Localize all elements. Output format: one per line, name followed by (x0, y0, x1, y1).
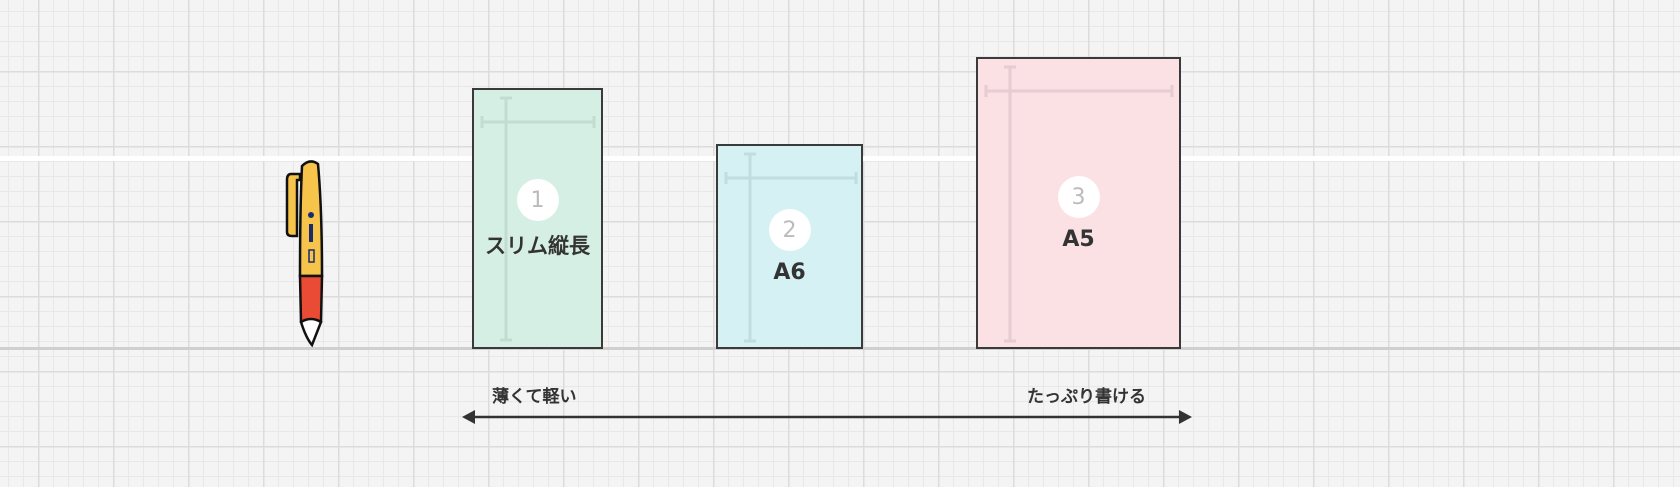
size-label: A6 (773, 260, 806, 285)
ruler-icon (724, 152, 858, 343)
size-number: 1 (516, 179, 559, 221)
size-number: 2 (768, 209, 811, 251)
size-label: A5 (1062, 227, 1095, 252)
size-box-slim: 1 スリム縦長 (472, 88, 603, 349)
size-box-a5: 3 A5 (976, 57, 1181, 349)
scale-left-label: 薄くて軽い (492, 387, 577, 407)
size-label: スリム縦長 (485, 234, 590, 258)
ruler-icon (480, 96, 596, 342)
pen-icon (285, 160, 324, 348)
size-box-a6: 2 A6 (716, 144, 863, 349)
double-arrow-icon (462, 410, 1192, 424)
ruler-icon (984, 65, 1174, 343)
scale-right-label: たっぷり書ける (1027, 387, 1146, 407)
size-number: 3 (1057, 176, 1100, 218)
